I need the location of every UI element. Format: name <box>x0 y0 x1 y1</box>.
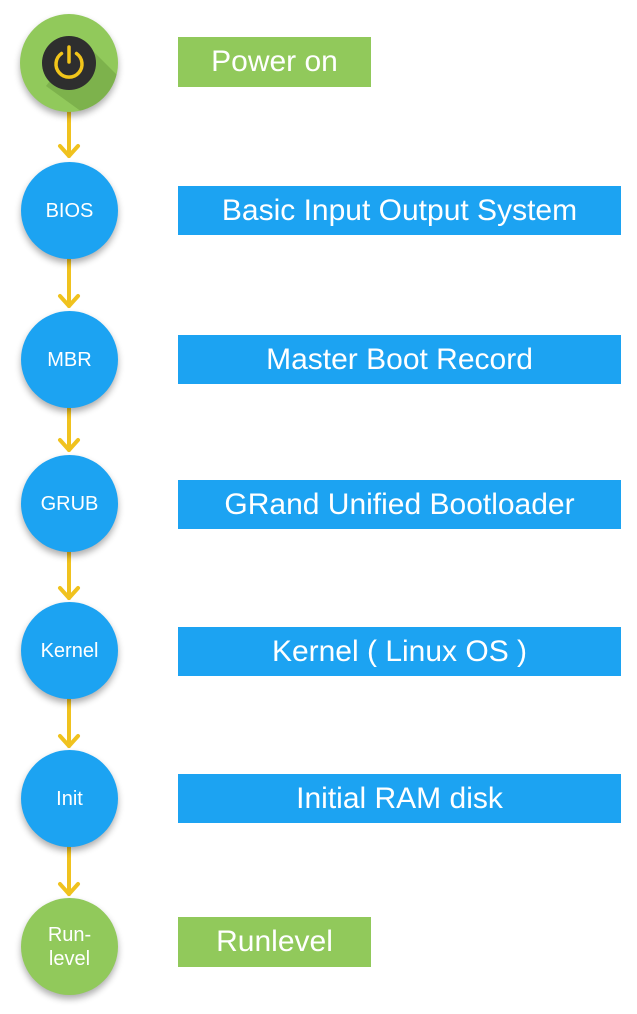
power-on-node <box>20 14 118 112</box>
init-node: Init <box>21 750 118 847</box>
runlevel-description: Runlevel <box>178 917 371 967</box>
mbr-description: Master Boot Record <box>178 335 621 384</box>
mbr-node: MBR <box>21 311 118 408</box>
arrow-kernel-to-init <box>58 697 80 748</box>
runlevel-node: Run- level <box>21 898 118 995</box>
grub-description: GRand Unified Bootloader <box>178 480 621 529</box>
arrow-power-to-bios <box>58 110 80 158</box>
arrow-bios-to-mbr <box>58 257 80 308</box>
kernel-description: Kernel ( Linux OS ) <box>178 627 621 676</box>
arrow-init-to-runlevel <box>58 845 80 896</box>
bios-description: Basic Input Output System <box>178 186 621 235</box>
grub-node: GRUB <box>21 455 118 552</box>
arrow-grub-to-kernel <box>58 550 80 600</box>
init-description: Initial RAM disk <box>178 774 621 823</box>
power-icon <box>42 36 118 112</box>
bios-node: BIOS <box>21 162 118 259</box>
arrow-mbr-to-grub <box>58 405 80 452</box>
kernel-node: Kernel <box>21 602 118 699</box>
power-on-label: Power on <box>178 37 371 87</box>
